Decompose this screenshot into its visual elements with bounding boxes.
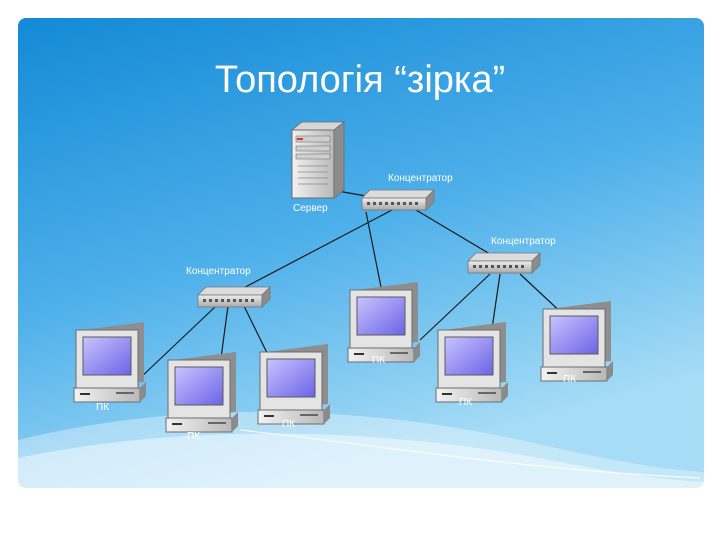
- computer-icon: [435, 321, 509, 403]
- computer-icon: [165, 351, 239, 433]
- pc-label: ПК: [459, 397, 472, 408]
- pc-label: ПК: [372, 355, 385, 366]
- computer-icon: [347, 281, 421, 363]
- computer-icon: [257, 343, 331, 425]
- hub-label: Концентратор: [388, 173, 453, 184]
- link-hub-hub-right: [415, 209, 501, 261]
- hub-label: Концентратор: [491, 236, 556, 247]
- hub-label: Концентратор: [186, 266, 251, 277]
- hub-icon: [467, 252, 541, 274]
- server-icon: [290, 121, 346, 199]
- pc-label: ПК: [282, 419, 295, 430]
- server-label: Сервер: [293, 203, 328, 214]
- slide-title: Топологія “зірка”: [215, 59, 505, 101]
- computer-icon: [73, 321, 147, 403]
- pc-label: ПК: [96, 402, 109, 413]
- hub-icon: [197, 286, 271, 308]
- hub-icon: [361, 189, 435, 211]
- link-hub-pc: [137, 305, 217, 381]
- link-hub-pc: [419, 273, 491, 341]
- link-hub-hub-left: [231, 209, 393, 295]
- pc-label: ПК: [563, 374, 576, 385]
- computer-icon: [540, 300, 614, 382]
- pc-label: ПК: [187, 431, 200, 442]
- link-hub-pc: [365, 211, 383, 293]
